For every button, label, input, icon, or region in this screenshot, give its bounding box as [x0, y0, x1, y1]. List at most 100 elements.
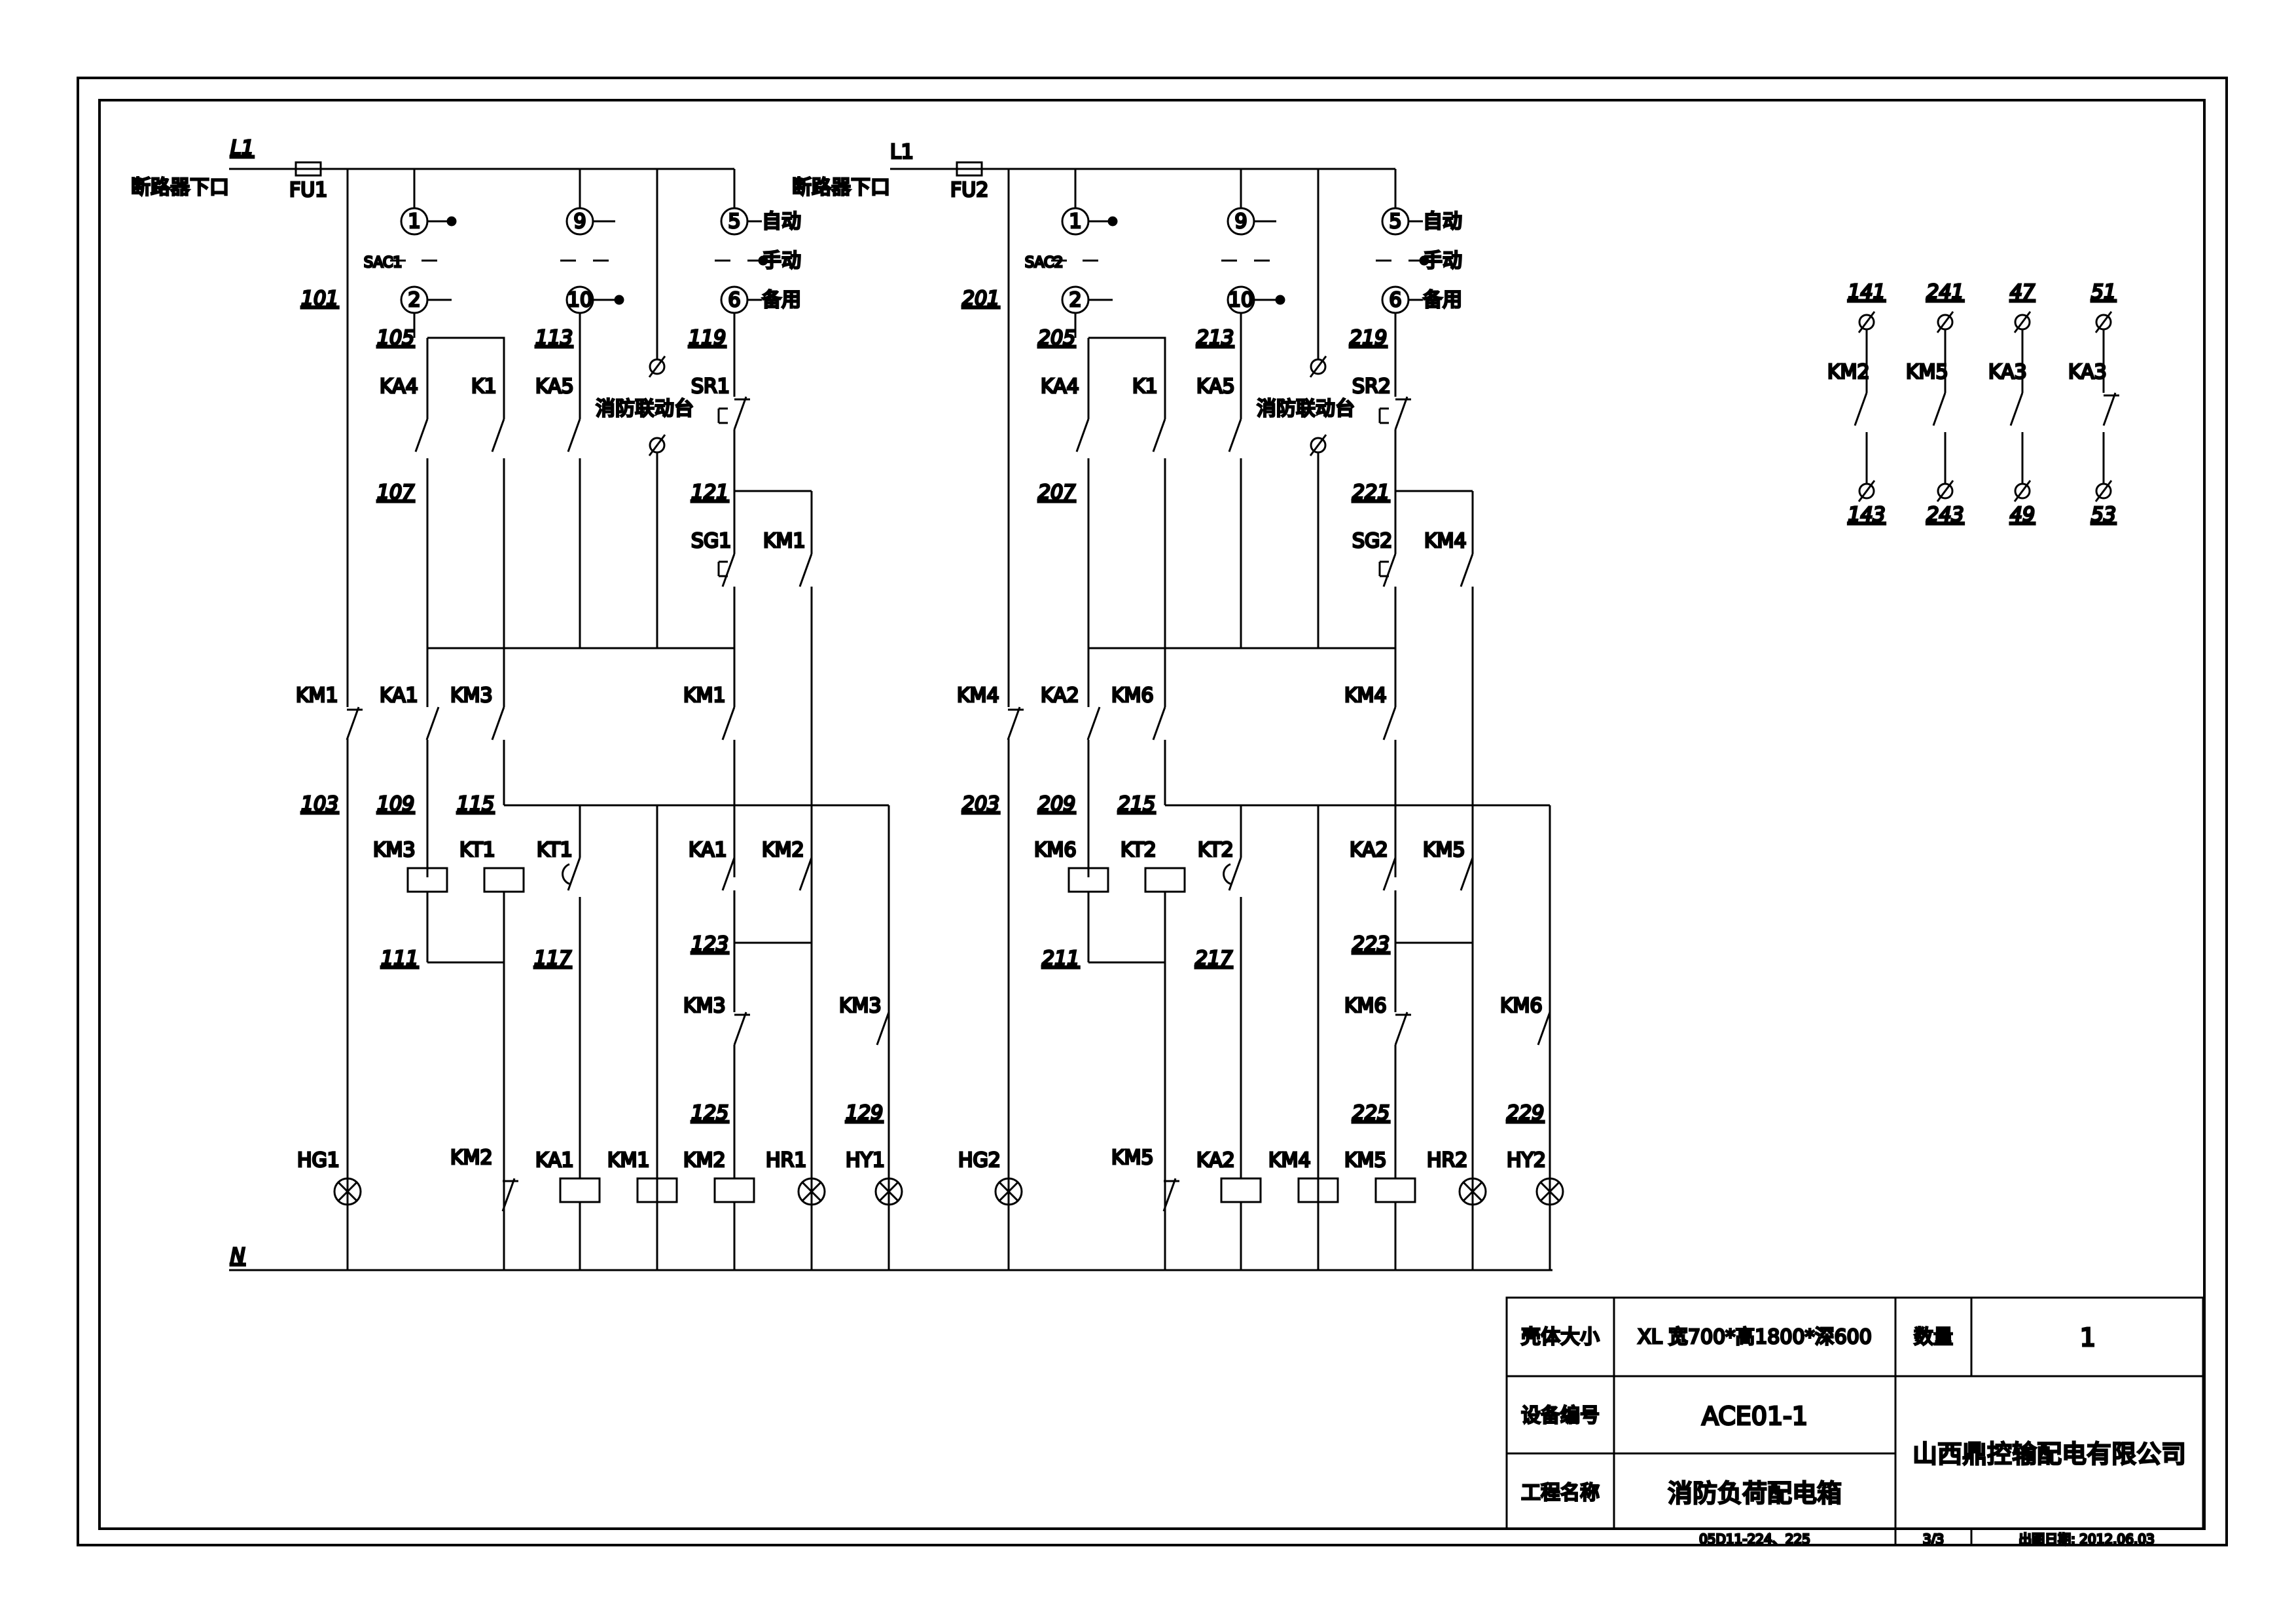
no-contact-blade [721, 857, 736, 891]
terminal-slash [1857, 311, 1876, 333]
coil-km-aux: KM3 [373, 839, 416, 862]
terminal-5: 5 [728, 210, 740, 233]
no-contact-blade [1932, 392, 1946, 426]
nc-contact-blade [501, 1178, 516, 1212]
wire-217: 217 [1195, 947, 1232, 970]
nc-contact-blade [1162, 1178, 1177, 1212]
button-sr: SR1 [691, 375, 730, 398]
contact-ka-c: KA1 [380, 684, 418, 707]
line-label: L1 [230, 137, 254, 160]
contact-kt: KT2 [1198, 839, 1234, 862]
terminal-slash [2013, 480, 2032, 502]
aux-top-terminal: 141 [1848, 281, 1885, 304]
coil-km-aux: KM6 [1034, 839, 1077, 862]
wire-125: 125 [691, 1102, 728, 1125]
wire-211: 211 [1042, 947, 1079, 970]
aux-contacts: 141 KM2 143 241 KM5 243 47 KA3 49 51 KA3… [1827, 280, 2119, 528]
wire-223: 223 [1352, 933, 1390, 956]
lamp-cross [878, 1181, 899, 1202]
name-value: 消防负荷配电箱 [1668, 1479, 1842, 1508]
wire [1088, 337, 1166, 419]
contact-ka5: KA5 [535, 375, 574, 398]
lamp-hg: HG1 [297, 1149, 340, 1172]
wire-203: 203 [962, 793, 999, 816]
contact-km-main: KM4 [957, 684, 999, 707]
timer-arc [562, 863, 570, 885]
terminal-10: 10 [1229, 289, 1253, 312]
wire-101: 101 [301, 287, 338, 310]
coil-ka: KA2 [1196, 1149, 1235, 1172]
no-contact-blade [1382, 857, 1397, 891]
terminal-slash [1309, 356, 1327, 378]
contact-km-main: KM1 [296, 684, 338, 707]
contact-km-hold: KM1 [763, 530, 806, 553]
size-label: 壳体大小 [1521, 1326, 1600, 1349]
nc-contact-blade [346, 706, 360, 740]
wire-219: 219 [1350, 327, 1387, 350]
aux-bottom-terminal: 49 [2010, 503, 2035, 526]
terminal-9: 9 [1234, 210, 1247, 233]
no-contact-blade [1854, 392, 1868, 426]
selector-label: SAC2 [1025, 255, 1063, 271]
terminal-node [1937, 314, 1954, 331]
wire-123: 123 [691, 933, 728, 956]
no-contact-blade [1537, 1012, 1551, 1046]
aux-contact-name: KA3 [2068, 361, 2107, 384]
contact-ka4: KA4 [380, 375, 418, 398]
terminal-node [2014, 314, 2031, 331]
lamp-cross [1539, 1181, 1560, 1202]
terminal-slash [1936, 480, 1954, 502]
name-label: 工程名称 [1521, 1482, 1600, 1504]
terminal-node [1310, 437, 1327, 454]
lamp-circle [1535, 1177, 1564, 1206]
terminal-node [2014, 483, 2031, 500]
coil-kt: KT1 [459, 839, 495, 862]
title-block: 壳体大小 XL 宽700*高1800*深600 数量 1 设备编号 ACE01-… [1505, 1296, 2204, 1548]
coil [559, 1177, 601, 1203]
coil-km1: KM4 [1268, 1149, 1311, 1172]
mode-auto: 自动 [762, 210, 801, 233]
lamp-circle [333, 1177, 362, 1206]
mode-auto: 自动 [1423, 210, 1462, 233]
lamp-cross [998, 1181, 1019, 1202]
terminal-slash [2094, 480, 2113, 502]
aux-contact-name: KM2 [1827, 361, 1870, 384]
no-contact-blade [798, 857, 813, 891]
neutral-label: N [230, 1245, 245, 1267]
sheet-number: 3/3 [1923, 1531, 1944, 1547]
qty-label: 数量 [1914, 1326, 1953, 1349]
lamp-cross [1462, 1181, 1483, 1202]
no-contact-blade [491, 706, 505, 740]
id-value: ACE01-1 [1702, 1402, 1808, 1431]
aux-top-terminal: 47 [2010, 281, 2035, 304]
contact-ka5: KA5 [1196, 375, 1235, 398]
aux-contact: 241 KM5 243 [1905, 280, 1965, 528]
contact-k1: K1 [471, 375, 497, 398]
lamp-cross [801, 1181, 822, 1202]
wire-205: 205 [1038, 327, 1075, 350]
aux-bottom-terminal: 143 [1848, 503, 1885, 526]
terminal-node [1310, 358, 1327, 375]
no-contact-blade [1382, 553, 1397, 587]
wire-207: 207 [1038, 481, 1075, 504]
no-contact-blade [876, 1012, 890, 1046]
wire-215: 215 [1118, 793, 1155, 816]
contact-km-ind: KM3 [839, 994, 882, 1017]
no-contact-blade [414, 418, 429, 452]
no-contact-blade [721, 553, 736, 587]
drawing-ref: 05D11-224、225 [1699, 1531, 1810, 1547]
inner-border [98, 99, 2206, 1530]
contact-km-aux: KM6 [1111, 684, 1154, 707]
no-contact-blade [491, 418, 505, 452]
wire-209: 209 [1038, 793, 1075, 816]
breaker-note: 断路器下口 [792, 176, 890, 199]
contact-km-fault: KM6 [1344, 994, 1387, 1017]
terminal-node [649, 358, 666, 375]
wire-107: 107 [377, 481, 414, 504]
contact-k1: K1 [1132, 375, 1158, 398]
outer-border [77, 77, 2228, 1546]
qty-value: 1 [2080, 1323, 2096, 1352]
terminal-slash [2013, 311, 2032, 333]
no-contact-blade [1460, 857, 1474, 891]
no-contact-blade [2009, 392, 2024, 426]
